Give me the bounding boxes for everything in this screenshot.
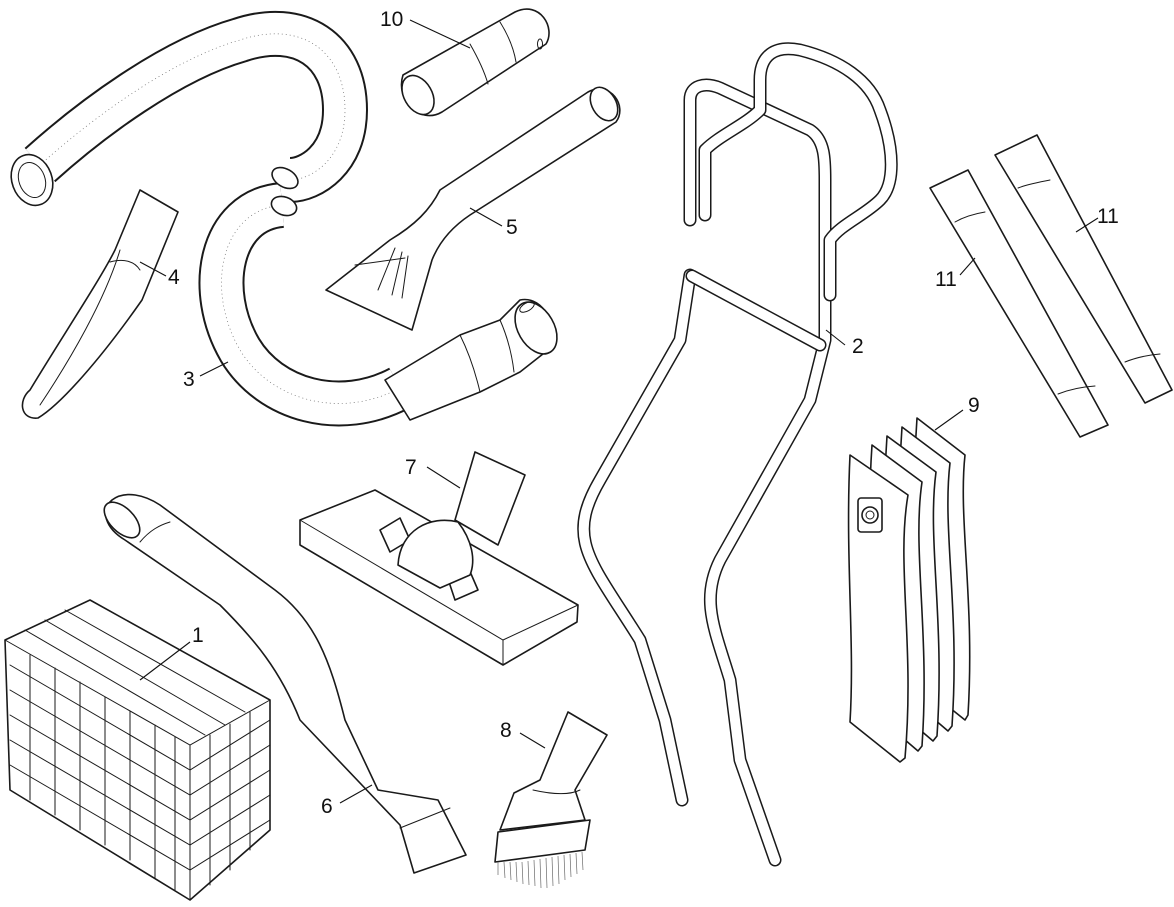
callout-basket: 1 — [192, 624, 204, 647]
suction-tube-a-part — [929, 169, 1109, 438]
filter-bags-part — [847, 417, 971, 763]
adapter-part — [400, 8, 550, 117]
trolley-frame-part — [577, 42, 898, 867]
suction-brush-part — [494, 711, 608, 889]
callout-trolley-frame: 2 — [852, 335, 864, 358]
floor-nozzle-part — [299, 451, 579, 666]
callout-suction-tube-bent: 6 — [321, 795, 333, 818]
callout-suction-tube-a: 11 — [935, 268, 957, 291]
callout-upholstery-nozzle: 5 — [506, 216, 518, 239]
suction-hose-part — [10, 10, 558, 427]
callout-adapter: 10 — [380, 8, 403, 31]
callout-suction-tube-b: 11 — [1097, 205, 1119, 228]
crevice-nozzle-part — [21, 189, 179, 419]
callout-crevice-nozzle: 4 — [168, 266, 180, 289]
callout-filter-bags: 9 — [968, 394, 980, 417]
basket-part — [4, 599, 271, 901]
callout-suction-hose: 3 — [183, 368, 195, 391]
callout-suction-brush: 8 — [500, 719, 512, 742]
leader-lines — [139, 19, 1099, 804]
callout-floor-nozzle: 7 — [405, 456, 417, 479]
suction-tube-b-part — [994, 134, 1173, 404]
suction-tube-bent-part — [103, 493, 467, 874]
upholstery-nozzle-part — [325, 86, 621, 331]
